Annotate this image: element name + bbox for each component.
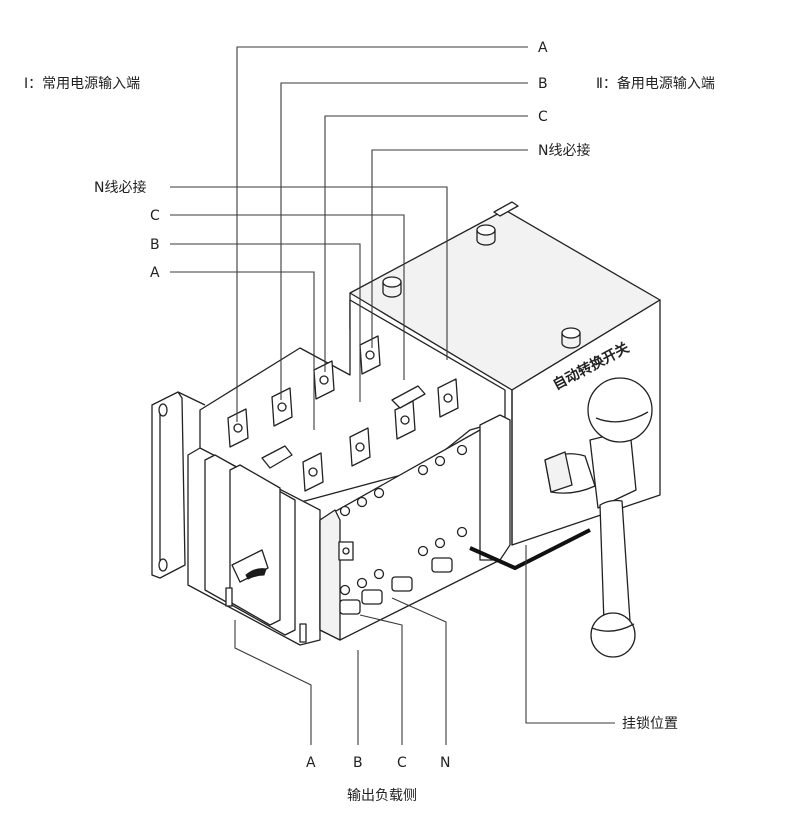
label-right-c: C — [538, 109, 548, 125]
label-left-c: C — [150, 208, 160, 224]
bottom-outlets — [225, 557, 453, 643]
label-bottom-a: A — [306, 755, 316, 771]
leader-lines — [170, 46, 615, 745]
label-output-side: 输出负载侧 — [347, 788, 417, 804]
label-right-b: B — [538, 76, 548, 92]
terminal-lug — [359, 335, 381, 375]
label-right-n: N线必接 — [538, 142, 590, 159]
label-standby-source: Ⅱ：备用电源输入端 — [596, 75, 715, 92]
label-left-n: N线必接 — [94, 179, 146, 196]
terminal-lug — [437, 378, 459, 418]
terminal-lugs — [227, 335, 459, 492]
ats-switch-drawing: 自动转换开关 — [151, 201, 661, 658]
terminal-lug — [271, 387, 293, 427]
label-bottom-n: N — [440, 755, 450, 771]
terminal-lug — [313, 360, 335, 400]
mounting-bracket — [151, 391, 206, 579]
label-left-a: A — [150, 265, 160, 281]
label-normal-source: Ⅰ：常用电源输入端 — [24, 76, 140, 92]
labels: Ⅰ：常用电源输入端 Ⅱ：备用电源输入端 A B C N线必接 N线必接 C B … — [24, 40, 715, 804]
terminal-lug — [227, 408, 249, 448]
label-right-a: A — [538, 40, 548, 56]
label-lock-position: 挂锁位置 — [622, 716, 678, 732]
terminal-lug — [349, 427, 371, 467]
label-left-b: B — [150, 237, 160, 253]
label-bottom-b: B — [353, 755, 363, 771]
operating-handle — [544, 377, 653, 658]
terminal-lug — [302, 452, 324, 492]
front-panel-dots — [338, 444, 468, 596]
label-bottom-c: C — [397, 755, 407, 771]
